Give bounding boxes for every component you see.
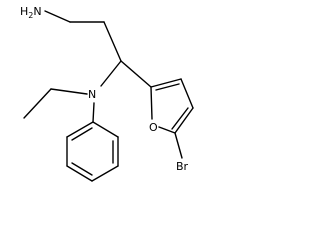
phenyl-bond-3 <box>91 165 119 182</box>
furan-c2-c3 <box>150 78 182 88</box>
bond-ch2-ch <box>103 21 122 62</box>
bonds <box>23 10 194 182</box>
amine-label: H2N <box>20 5 42 20</box>
furan-double-2 <box>171 107 189 130</box>
bond-c5-br <box>174 132 183 159</box>
bromine-label: Br <box>176 160 189 173</box>
furan-c4-c5 <box>174 107 194 134</box>
furan-c3-c4 <box>180 78 194 109</box>
nitrogen-label: N <box>88 88 96 101</box>
furan-double-1 <box>155 83 180 91</box>
bond-nh2-ch2 <box>44 10 71 23</box>
oxygen-label: O <box>149 121 158 134</box>
bond-n-ethyl <box>50 88 88 95</box>
phenyl-double-1 <box>71 127 93 141</box>
phenyl-double-3 <box>71 162 93 176</box>
phenyl-bond-6 <box>66 121 94 138</box>
molecule-diagram: H2N N O Br <box>20 5 194 182</box>
furan-o-c2 <box>150 86 153 120</box>
bond-ch-furan <box>120 60 152 88</box>
bond-ch-n <box>100 60 122 87</box>
bond-ethyl-ch3 <box>23 88 52 119</box>
phenyl-bond-1 <box>92 121 119 138</box>
furan-c5-o <box>158 126 176 134</box>
phenyl-bond-4 <box>66 165 93 182</box>
bond-n-phenyl <box>92 102 95 123</box>
